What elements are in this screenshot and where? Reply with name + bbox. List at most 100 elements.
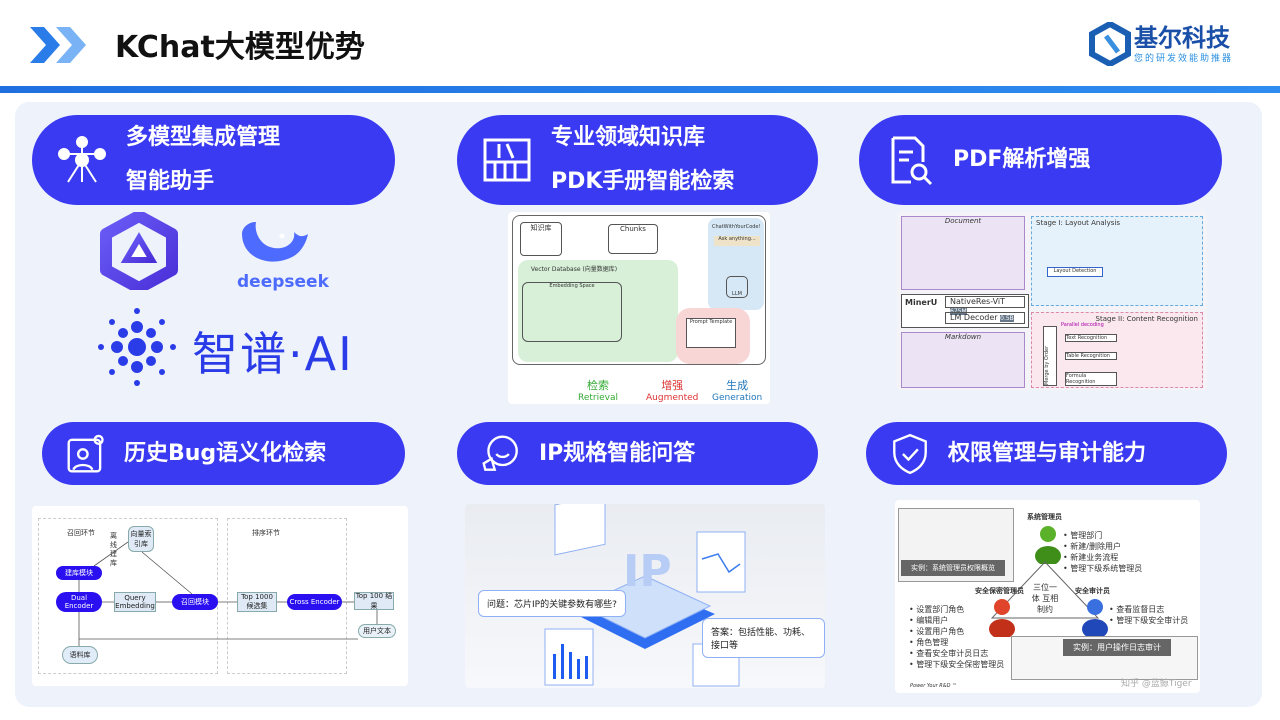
list-item: • 编辑用户 <box>909 616 949 625</box>
caption-system-admin: 实例：系统管理员权限概览 <box>901 560 1005 576</box>
kb-label: 知识库 <box>520 222 562 256</box>
shield-check-icon <box>893 433 927 474</box>
stage2-label: Stage II: Content Recognition <box>1031 312 1203 388</box>
formula-recognition-label: Formula Recognition <box>1065 372 1117 386</box>
list-item: • 管理下级系统管理员 <box>1063 564 1143 573</box>
card-title: 权限管理与审计能力 <box>948 440 1147 466</box>
sys-admin-title: 系统管理员 <box>1027 513 1062 521</box>
logo-dot <box>109 369 115 375</box>
vdb-label: Vector Database (向量数据库) <box>530 266 618 273</box>
offline-label: 离线建库 <box>110 532 117 567</box>
cross-encoder: Cross Encoder <box>287 594 342 610</box>
caption-audit-log: 实例：用户操作日志审计 <box>1063 639 1171 656</box>
bug-search-diagram: 召回环节 排序环节 离线建库 向量索引库 建库模块 Dual Encoder Q… <box>32 506 408 686</box>
card-permission-audit: 权限管理与审计能力 <box>866 422 1227 485</box>
merge-label: Merge by Order <box>1043 326 1057 386</box>
generation-label: Generation <box>712 393 763 403</box>
logo-dot <box>118 328 128 338</box>
card-pdf-parsing: PDF解析增强 <box>859 115 1222 205</box>
user-green-icon <box>1035 526 1061 564</box>
card-title: IP规格智能问答 <box>539 440 696 466</box>
network-icon <box>58 136 106 183</box>
watermark: 知乎 @蓝鲸Tiger <box>1121 679 1192 689</box>
robot-user-icon <box>67 434 104 472</box>
user-blue-icon <box>1082 599 1108 637</box>
auditor-list: • 查看监督日志• 管理下级安全审计员 <box>1109 604 1188 626</box>
prompt-label: Prompt Template <box>686 318 736 348</box>
document-search-icon <box>891 136 933 186</box>
augmented-cn: 增强 <box>661 379 684 392</box>
ip-chip-label: IP <box>623 546 672 597</box>
corpus: 语料库 <box>62 646 98 664</box>
card-ip-qa: IP规格智能问答 <box>457 422 818 485</box>
stage1-label: Stage I: Layout Analysis <box>1031 216 1203 306</box>
logo-dot <box>128 338 146 356</box>
embedding-space-label: Embedding Space <box>522 282 622 342</box>
center-label: 三位一体 互相制约 <box>1031 583 1059 614</box>
logo-dot <box>170 344 176 350</box>
table-recognition-label: Table Recognition <box>1065 352 1117 360</box>
qwen-logo-icon <box>100 212 178 290</box>
answer-bubble: 答案：包括性能、功耗、接口等 <box>702 618 825 658</box>
list-item: • 管理下级安全审计员 <box>1109 616 1189 625</box>
retrieval-cn: 检索 <box>587 379 609 392</box>
footer-text: Power Your R&D ™ <box>910 683 958 689</box>
vector-index: 向量索引库 <box>128 526 154 552</box>
logo-dot <box>151 341 163 353</box>
augmented-label: Augmented <box>646 393 699 403</box>
logo-dot <box>134 308 140 314</box>
pdf-parsing-diagram: Document Stage I: Layout Analysis Layout… <box>897 212 1207 390</box>
card-title: 专业领域知识库 <box>551 125 706 150</box>
logo-dot <box>109 319 115 325</box>
chunks-label: Chunks <box>608 224 658 254</box>
list-item: • 管理部门 <box>1063 531 1103 540</box>
header-divider <box>0 86 1280 93</box>
lm-label: LM Decoder <box>950 313 998 322</box>
zhipu-logo-text: 智谱·AI <box>192 327 354 381</box>
card-multi-model: 多模型集成管理智能助手 <box>32 115 395 205</box>
logo-dot <box>146 328 156 338</box>
lm-box: LM Decoder 0.5B <box>945 312 1025 324</box>
vit-size: 675M <box>950 308 967 315</box>
logo-dot <box>159 369 165 375</box>
logo-dot <box>98 344 104 350</box>
recall-stage-label: 召回环节 <box>67 529 95 537</box>
lm-size: 0.5B <box>1000 315 1014 322</box>
vit-box: NativeRes-ViT 675M <box>945 296 1025 315</box>
parallel-label: Parallel decoding <box>1061 322 1104 328</box>
user-red-icon <box>989 599 1015 637</box>
top100-results: Top 100 结果 <box>354 592 394 610</box>
logo-dot <box>111 341 123 353</box>
recall-module: 召回模块 <box>172 594 218 610</box>
logo-name: 基尔科技 <box>1134 23 1230 52</box>
text-recognition-label: Text Recognition <box>1065 334 1117 342</box>
sys-admin-list: • 管理部门• 新建/删除用户• 新建业务流程• 管理下级系统管理员 <box>1063 530 1142 574</box>
logo-dot <box>146 356 156 366</box>
list-item: • 角色管理 <box>909 638 949 647</box>
company-logo-icon <box>1089 22 1131 66</box>
llm-label: LLM <box>726 276 748 298</box>
logo-dot <box>118 356 128 366</box>
user-text: 用户文本 <box>358 624 396 638</box>
list-item: • 管理下级安全保密管理员 <box>909 660 1005 669</box>
zhipu-logo-icon <box>98 308 176 386</box>
card-title: 多模型集成管理 <box>126 125 281 150</box>
list-item: • 设置部门角色 <box>909 605 965 614</box>
generation-cn: 生成 <box>726 379 749 392</box>
card-title: 历史Bug语义化检索 <box>124 440 327 466</box>
sec-admin-title: 安全保密管理员 <box>975 587 1024 595</box>
list-item: • 查看安全审计员日志 <box>909 649 989 658</box>
deepseek-whale-icon <box>242 222 308 262</box>
document-label: Document <box>901 216 1025 290</box>
card-bug-search: 历史Bug语义化检索 <box>42 422 405 485</box>
library-icon <box>483 138 531 182</box>
card-title: PDF解析增强 <box>953 147 1091 172</box>
rag-diagram: 知识库 Chunks Vector Database (向量数据库) Embed… <box>508 212 770 404</box>
question-bubble: 问题：芯片IP的关键参数有哪些? <box>478 590 626 617</box>
logo-slogan: 您的研发效能助推器 <box>1134 53 1234 64</box>
markdown-label: Markdown <box>901 332 1025 388</box>
vit-label: NativeRes-ViT <box>950 297 1006 306</box>
ask-input: Ask anything... <box>714 236 760 246</box>
list-item: • 设置用户角色 <box>909 627 965 636</box>
